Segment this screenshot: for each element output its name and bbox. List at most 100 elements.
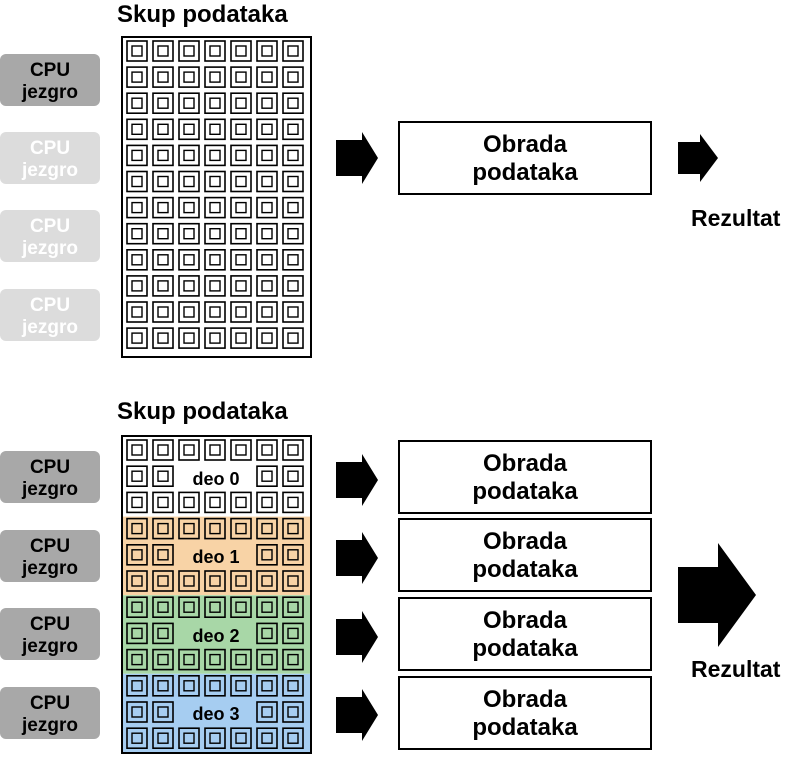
partition-3-cell (204, 674, 226, 697)
partition-1-cell (230, 517, 252, 540)
data-cell (126, 170, 148, 193)
partition-1-cell (152, 570, 174, 592)
data-cell (230, 66, 252, 88)
data-cell (204, 327, 226, 349)
partition-1-cell (126, 517, 148, 540)
partition-2-cell (178, 648, 200, 671)
bottom-process-1: Obrada podataka (398, 518, 652, 592)
data-cell (230, 327, 252, 349)
data-cell (230, 301, 252, 323)
partition-1-cell (282, 570, 304, 592)
data-cell (178, 275, 200, 297)
data-cell (126, 196, 148, 219)
data-cell (256, 327, 278, 349)
bottom-arrow-2-icon (336, 611, 378, 663)
data-cell (282, 327, 304, 349)
data-cell (256, 301, 278, 323)
bottom-dataset-grid: deo 0 deo 1 deo 2 deo 3 (121, 435, 312, 754)
top-cpu-3: CPU jezgro (0, 289, 100, 341)
partition-2-cell (126, 596, 148, 619)
data-cell (282, 144, 304, 167)
data-cell (126, 327, 148, 349)
top-cpu-1-box (0, 132, 100, 184)
data-cell (178, 170, 200, 193)
partition-2-cell (204, 648, 226, 671)
bottom-cpu-0-line2: jezgro (21, 479, 78, 500)
partition-3-cell (178, 727, 200, 750)
bottom-process-1-line1: Obrada (483, 528, 568, 555)
data-cell (204, 144, 226, 167)
data-cell (152, 222, 174, 245)
data-cell (204, 249, 226, 271)
data-cell (230, 196, 252, 219)
partition-0-cell (178, 439, 200, 461)
top-cpu-2-box (0, 210, 100, 262)
top-grid-cells (126, 40, 304, 349)
partition-2-cell (282, 648, 304, 671)
data-cell (126, 118, 148, 141)
partition-3-label: deo 3 (192, 704, 239, 724)
partition-0-cell (256, 491, 278, 514)
bottom-cpu-3-line2: jezgro (21, 715, 78, 736)
bottom-cpu-0: CPU jezgro (0, 451, 100, 503)
partition-2-cell (230, 648, 252, 671)
top-cpu-3-line2: jezgro (21, 317, 78, 338)
partition-3-cell (126, 674, 148, 697)
data-cell (152, 66, 174, 88)
partition-3-cell (256, 674, 278, 697)
data-cell (204, 170, 226, 193)
data-cell (282, 275, 304, 297)
partition-2-cell (282, 622, 304, 645)
data-cell (126, 66, 148, 88)
data-cell (152, 275, 174, 297)
data-cell (282, 222, 304, 245)
partition-3-cell (230, 727, 252, 750)
data-cell (230, 40, 252, 62)
top-process-box: Obrada podataka (398, 121, 652, 195)
partition-0-cell (204, 491, 226, 514)
data-cell (230, 222, 252, 245)
partition-2-cell (126, 648, 148, 671)
bottom-cpu-3-line1: CPU (30, 693, 70, 714)
data-cell (282, 301, 304, 323)
data-cell (256, 40, 278, 62)
partition-3-cell (256, 727, 278, 750)
data-cell (256, 222, 278, 245)
partition-2-cell (256, 648, 278, 671)
data-cell (152, 40, 174, 62)
data-cell (204, 92, 226, 114)
data-cell (152, 170, 174, 193)
partition-2-cell (204, 596, 226, 619)
top-result-arrow-icon (678, 134, 718, 182)
data-cell (126, 249, 148, 271)
bottom-process-3-line1: Obrada (483, 686, 568, 713)
data-cell (256, 196, 278, 219)
data-cell (178, 66, 200, 88)
data-cell (178, 249, 200, 271)
data-cell (204, 196, 226, 219)
bottom-process-3-frame (398, 676, 652, 750)
partition-1-label: deo 1 (192, 547, 239, 567)
data-cell (152, 92, 174, 114)
bottom-cpu-1-line2: jezgro (21, 558, 78, 579)
partition-3-cell (126, 727, 148, 750)
partition-1-cell (126, 543, 148, 566)
partition-1-cell (126, 570, 148, 592)
partition-1-cell (282, 517, 304, 540)
partition-0-cell (178, 491, 200, 514)
partition-3-cell (204, 727, 226, 750)
data-cell (126, 301, 148, 323)
data-cell (126, 40, 148, 62)
partition-1-cell (178, 517, 200, 540)
data-cell (152, 196, 174, 219)
partition-0-cell (230, 439, 252, 461)
top-arrow-icon (336, 132, 378, 184)
bottom-process-2-line1: Obrada (483, 607, 568, 634)
partition-3-cell (256, 701, 278, 723)
partition-0-cell (230, 491, 252, 514)
partition-3-cell (152, 727, 174, 750)
top-process-line1: Obrada (483, 131, 568, 158)
top-cpu-1-line2: jezgro (21, 160, 78, 181)
partition-1-cell (178, 570, 200, 592)
top-dataset-title: Skup podataka (117, 1, 288, 28)
